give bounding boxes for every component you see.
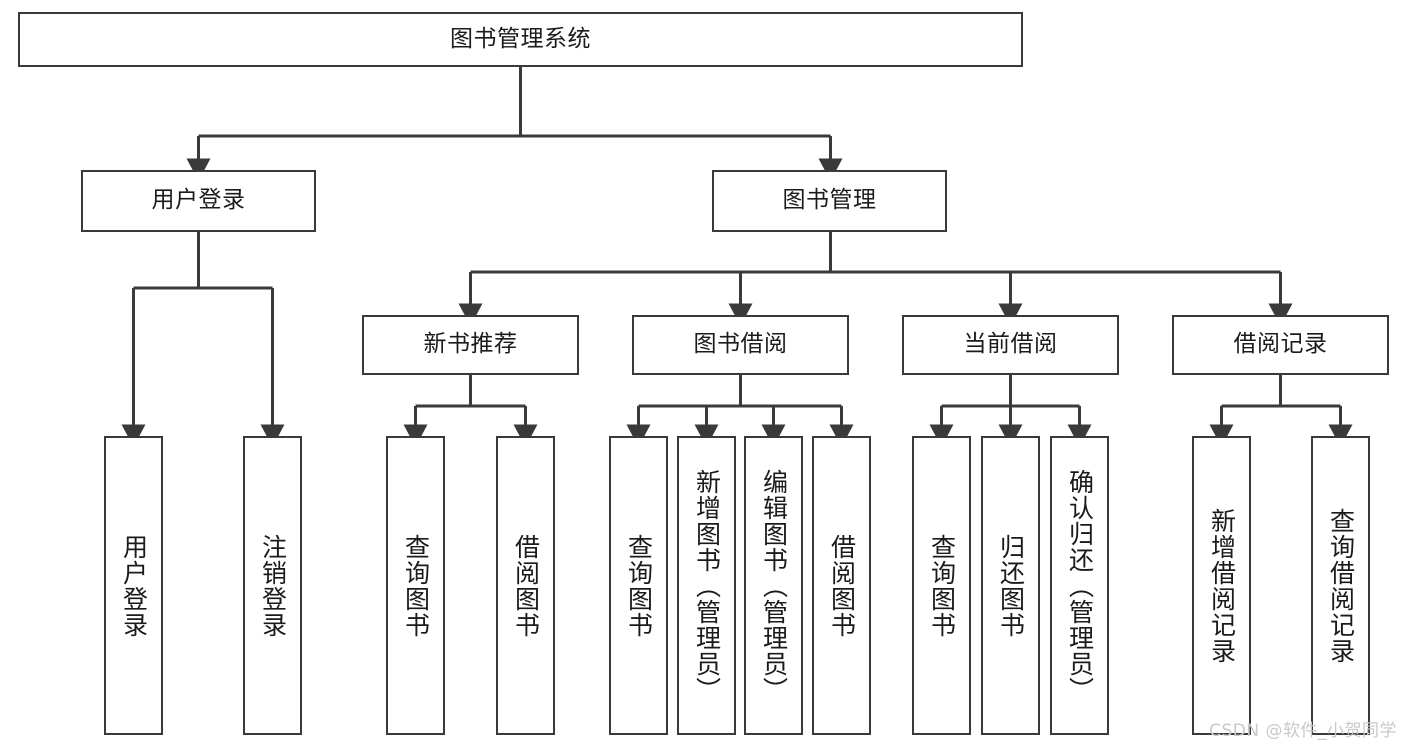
node-label: 新书推荐 xyxy=(423,331,518,358)
node-label: 归还图书 xyxy=(996,533,1026,638)
node-label: 确认归还（管理员） xyxy=(1065,468,1095,703)
node-label: 新增图书（管理员） xyxy=(692,468,722,703)
leaf-query-borrow-record[interactable]: 查询借阅记录 xyxy=(1311,436,1370,735)
node-user-login[interactable]: 用户登录 xyxy=(81,170,316,232)
node-label: 用户登录 xyxy=(151,187,246,214)
node-label: 图书管理 xyxy=(782,187,877,214)
leaf-user-logout[interactable]: 注销登录 xyxy=(243,436,302,735)
node-new-book-recommend[interactable]: 新书推荐 xyxy=(362,315,579,375)
node-label: 图书借阅 xyxy=(693,331,788,358)
leaf-borrow-book[interactable]: 借阅图书 xyxy=(812,436,871,735)
node-current-borrow[interactable]: 当前借阅 xyxy=(902,315,1119,375)
node-label: 查询图书 xyxy=(624,533,654,638)
leaf-borrow-book-recommend[interactable]: 借阅图书 xyxy=(496,436,555,735)
leaf-return-book[interactable]: 归还图书 xyxy=(981,436,1040,735)
node-book-management[interactable]: 图书管理 xyxy=(712,170,947,232)
leaf-edit-book[interactable]: 编辑图书（管理员） xyxy=(744,436,803,735)
leaf-user-login[interactable]: 用户登录 xyxy=(104,436,163,735)
node-label: 查询图书 xyxy=(401,533,431,638)
leaf-query-book-borrow[interactable]: 查询图书 xyxy=(609,436,668,735)
node-label: 查询图书 xyxy=(927,533,957,638)
node-label: 用户登录 xyxy=(119,533,149,638)
node-label: 查询借阅记录 xyxy=(1326,507,1356,664)
leaf-query-book-recommend[interactable]: 查询图书 xyxy=(386,436,445,735)
node-book-borrow[interactable]: 图书借阅 xyxy=(632,315,849,375)
leaf-query-book-current[interactable]: 查询图书 xyxy=(912,436,971,735)
leaf-add-borrow-record[interactable]: 新增借阅记录 xyxy=(1192,436,1251,735)
node-label: 借阅图书 xyxy=(827,533,857,638)
node-label: 图书管理系统 xyxy=(450,25,591,52)
node-label: 借阅图书 xyxy=(511,533,541,638)
node-label: 借阅记录 xyxy=(1233,331,1328,358)
node-label: 编辑图书（管理员） xyxy=(759,468,789,703)
node-root-system[interactable]: 图书管理系统 xyxy=(18,12,1023,67)
node-label: 注销登录 xyxy=(258,533,288,638)
leaf-add-book[interactable]: 新增图书（管理员） xyxy=(677,436,736,735)
leaf-confirm-return[interactable]: 确认归还（管理员） xyxy=(1050,436,1109,735)
node-borrow-record[interactable]: 借阅记录 xyxy=(1172,315,1389,375)
node-label: 当前借阅 xyxy=(963,331,1058,358)
node-label: 新增借阅记录 xyxy=(1207,507,1237,664)
